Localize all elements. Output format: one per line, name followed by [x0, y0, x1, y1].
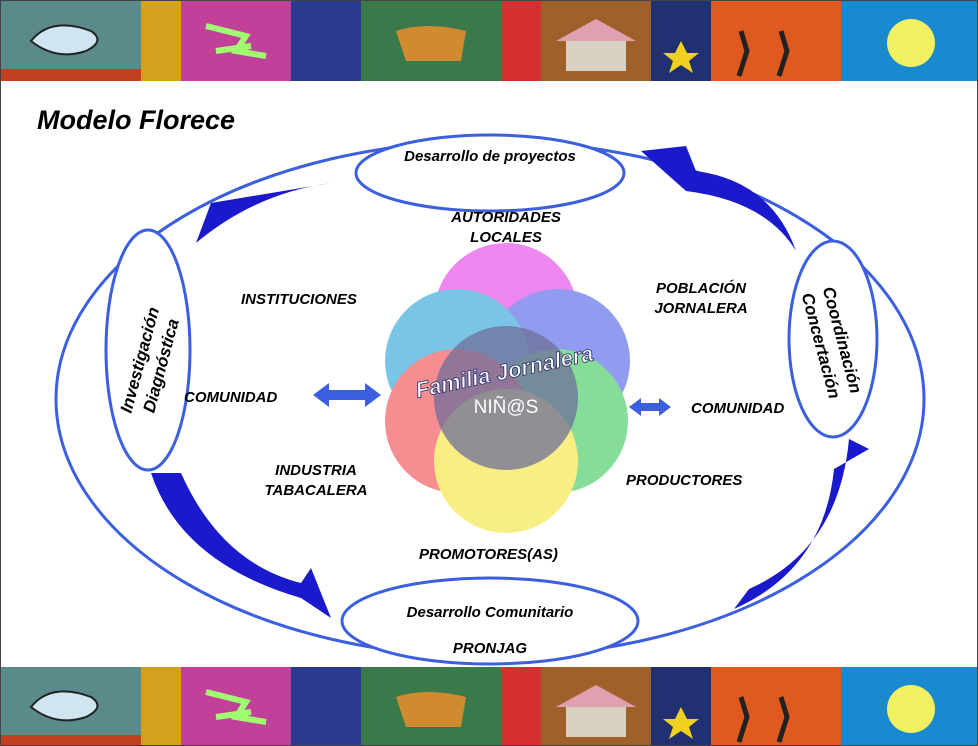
actor-poblacion-line1: POBLACIÓN	[656, 280, 746, 297]
animal-icon	[29, 690, 99, 722]
house-icon	[566, 41, 626, 71]
actor-comunidad-right: COMUNIDAD	[691, 400, 785, 417]
stage-oval-right	[787, 239, 879, 439]
figures-icon	[736, 30, 790, 77]
star-icon	[663, 707, 699, 739]
cycle-arrow-top-right	[641, 146, 796, 251]
actor-poblacion: POBLACIÓN JORNALERA	[621, 279, 781, 319]
ox-icon	[396, 692, 466, 727]
actor-industria: INDUSTRIA TABACALERA	[241, 461, 391, 501]
figures-icon	[736, 696, 790, 743]
lizard-icon	[205, 689, 267, 725]
lizard-icon	[205, 23, 267, 59]
flower-icon	[887, 19, 935, 67]
stage-oval-bottom	[340, 576, 640, 666]
cycle-arrow-bottom-right	[734, 439, 869, 609]
stage-oval-top	[354, 133, 626, 213]
animal-icon	[29, 24, 99, 56]
cycle-arrow-bottom-left	[151, 473, 331, 618]
actor-industria-line2: TABACALERA	[264, 482, 368, 499]
stage-oval-left	[104, 228, 192, 472]
ninos-label: NIÑ@S	[474, 396, 539, 418]
actor-industria-line1: INDUSTRIA	[275, 462, 357, 479]
actor-productores: PRODUCTORES	[626, 472, 743, 489]
stage-top-label: Desarrollo de proyectos	[404, 148, 576, 165]
star-icon	[663, 41, 699, 73]
flower-icon	[887, 685, 935, 733]
ox-icon	[396, 26, 466, 61]
actor-autoridades: AUTORIDADES LOCALES	[411, 208, 601, 248]
double-arrow-right	[629, 398, 671, 416]
double-arrow-left	[313, 383, 381, 407]
cycle-arrow-top-left	[196, 183, 331, 243]
decorative-banner-top	[1, 1, 977, 81]
actor-poblacion-line2: JORNALERA	[654, 300, 748, 317]
actor-autoridades-line1: AUTORIDADES	[451, 209, 561, 226]
stage-bottom-line2: PRONJAG	[452, 640, 528, 657]
page-title: Modelo Florece	[37, 105, 236, 135]
house-icon	[566, 707, 626, 737]
stage-bottom-line1: Desarrollo Comunitario	[406, 604, 574, 621]
stage-bottom-label: Desarrollo Comunitario PRONJAG	[381, 595, 599, 667]
actor-autoridades-line2: LOCALES	[470, 229, 542, 246]
actor-comunidad-left: COMUNIDAD	[184, 389, 278, 406]
center-disk	[434, 326, 578, 470]
actor-instituciones: INSTITUCIONES	[241, 291, 357, 308]
actor-promotores: PROMOTORES(AS)	[419, 546, 558, 563]
decorative-banner-bottom	[1, 667, 977, 745]
